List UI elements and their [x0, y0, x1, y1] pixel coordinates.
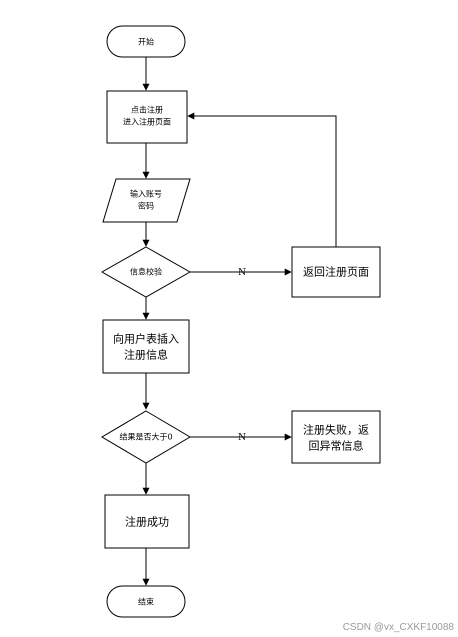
- insert-info-label-1: 向用户表插入: [113, 332, 179, 346]
- click-register-label-1: 点击注册: [131, 105, 163, 115]
- watermark: CSDN @vx_CXKF10088: [342, 622, 454, 633]
- fail-process: [291, 410, 381, 464]
- insert-info-process: [102, 319, 190, 374]
- end-terminator: [106, 585, 186, 618]
- input-credentials-io: [102, 178, 191, 223]
- result-no-label: N: [238, 433, 246, 443]
- validate-no-label: N: [238, 268, 246, 278]
- click-register-process: [106, 90, 188, 144]
- start-label: 开始: [138, 37, 154, 47]
- success-process: [104, 494, 190, 549]
- input-credentials-label-2: 密码: [138, 201, 154, 211]
- click-register-label-2: 进入注册页面: [123, 117, 171, 127]
- edge-return-to-register: [187, 112, 337, 247]
- insert-info-label-2: 注册信息: [124, 348, 168, 362]
- return-page-process: [291, 246, 381, 298]
- end-label: 结束: [138, 597, 154, 607]
- fail-label-2: 回异常信息: [309, 439, 364, 453]
- result-label: 结果是否大于0: [119, 432, 172, 442]
- success-label: 注册成功: [125, 515, 169, 529]
- fail-label-1: 注册失败，返: [303, 423, 369, 437]
- input-credentials-label-1: 输入账号: [130, 189, 162, 199]
- return-page-label: 返回注册页面: [303, 265, 369, 279]
- validate-label: 信息校验: [130, 267, 162, 277]
